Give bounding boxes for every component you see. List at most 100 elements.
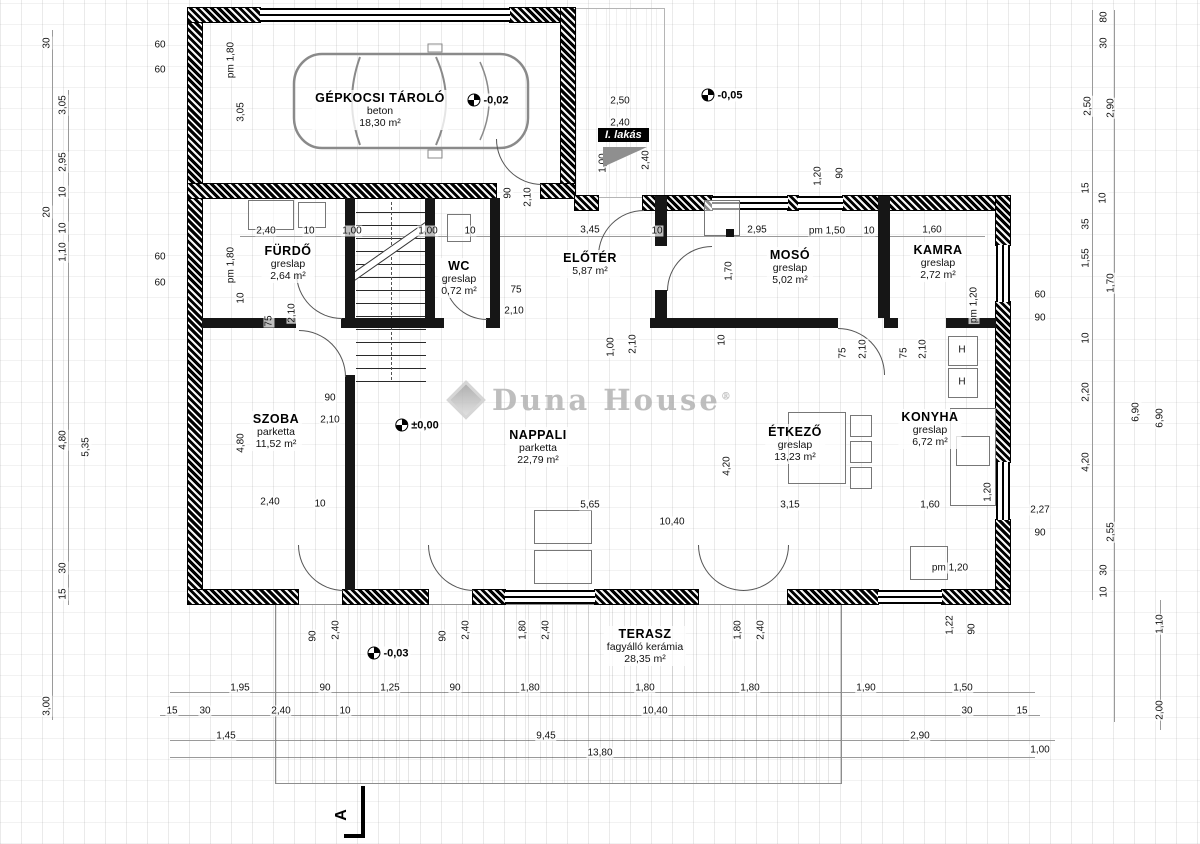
dimension-label: 2,40	[330, 619, 342, 641]
wall-segment	[884, 318, 898, 328]
dimension-label: 3,05	[235, 101, 247, 123]
dimension-label: 30	[57, 561, 69, 575]
benchmark-icon	[467, 93, 481, 107]
wall-segment	[650, 318, 838, 328]
dimension-label: 1,80	[732, 619, 744, 641]
dimension-label: 5,35	[80, 436, 92, 458]
washbasin	[298, 202, 326, 228]
dimension-label: 1,80	[517, 619, 529, 641]
dimension-label: 30	[960, 705, 974, 717]
dimension-label: 30	[1098, 36, 1110, 50]
window	[996, 462, 1010, 520]
dimension-label: 2,50	[1082, 95, 1094, 117]
dimension-label: 2,00	[1154, 699, 1166, 721]
benchmark-icon	[395, 418, 409, 432]
dimension-label: 1,90	[855, 682, 877, 694]
dimension-label: H	[957, 376, 967, 388]
dimension-label: 90	[323, 392, 337, 404]
chair	[850, 441, 872, 463]
section-marker-label: A	[332, 809, 350, 821]
dimension-label: 75	[837, 346, 849, 360]
dimension-label: 1,60	[921, 224, 943, 236]
dimension-label: 1,60	[919, 499, 941, 511]
dimension-label: 2,10	[503, 305, 525, 317]
garage-door	[260, 8, 510, 22]
dimension-line	[68, 90, 69, 605]
dimension-label: 10	[1080, 331, 1092, 345]
dimension-label: pm 1,80	[225, 40, 237, 80]
dimension-label: 15	[165, 705, 179, 717]
dimension-label: 2,40	[259, 496, 281, 508]
washing-machine	[704, 200, 740, 236]
dimension-label: 1,95	[229, 682, 251, 694]
dimension-label: 6,90	[1130, 401, 1142, 423]
wall-segment	[574, 195, 599, 211]
dimension-label: 10	[57, 221, 69, 235]
dimension-label: 90	[966, 622, 978, 636]
dimension-label: 2,40	[755, 619, 767, 641]
duna-house-watermark: Duna House®	[446, 380, 734, 420]
dimension-label: 80	[1098, 10, 1110, 24]
elevation-marker: -0,03	[365, 646, 411, 660]
wall-segment	[509, 7, 576, 23]
dimension-label: 3,05	[57, 94, 69, 116]
window	[878, 590, 942, 604]
wall-segment	[594, 589, 699, 605]
dimension-label: 9,45	[535, 730, 557, 742]
dimension-label: 2,40	[609, 117, 631, 129]
wall-segment	[345, 375, 355, 590]
wall-segment	[490, 198, 500, 318]
chair	[850, 415, 872, 437]
dimension-label: 90	[502, 186, 514, 200]
dimension-label: 2,20	[1080, 381, 1092, 403]
wall-segment	[995, 519, 1011, 605]
benchmark-icon	[701, 88, 715, 102]
dimension-label: 2,95	[746, 224, 768, 236]
dimension-label: pm 1,20	[968, 285, 980, 325]
wall-segment	[995, 301, 1011, 463]
dimension-label: 2,40	[270, 705, 292, 717]
wall-segment	[655, 196, 667, 246]
window	[996, 245, 1010, 302]
dimension-label: 1,22	[944, 614, 956, 636]
wall-segment	[486, 318, 500, 328]
wall-segment	[560, 7, 576, 185]
dimension-label: 60	[153, 64, 167, 76]
dimension-label: 10	[463, 225, 477, 237]
dimension-label: 2,40	[255, 225, 277, 237]
dimension-label: 1,70	[1105, 272, 1117, 294]
dimension-label: 10	[650, 225, 664, 237]
wall-segment	[787, 195, 799, 211]
dimension-label: 30	[198, 705, 212, 717]
dimension-label: 60	[153, 277, 167, 289]
dimension-label: 1,20	[812, 165, 824, 187]
dimension-label: 2,10	[857, 338, 869, 360]
dimension-label: 13,80	[586, 747, 614, 759]
wall-segment	[642, 195, 713, 211]
dimension-label: 1,20	[982, 481, 994, 503]
unit-label: I. lakás	[598, 128, 649, 142]
dimension-label: 60	[153, 39, 167, 51]
wall-segment	[878, 196, 890, 318]
dimension-line	[1092, 10, 1093, 600]
dimension-label: 30	[1098, 563, 1110, 577]
dimension-line	[170, 692, 1035, 693]
dimension-label: 10	[862, 225, 876, 237]
dimension-line	[170, 740, 1055, 741]
benchmark-icon	[367, 646, 381, 660]
dimension-label: 1,00	[341, 225, 363, 237]
dimension-label: 30	[41, 36, 53, 50]
dimension-line	[160, 715, 1040, 716]
dimension-label: 60	[1033, 289, 1047, 301]
dimension-label: 2,40	[540, 619, 552, 641]
dimension-label: 1,55	[1080, 247, 1092, 269]
window	[798, 196, 843, 210]
dimension-label: 1,80	[519, 682, 541, 694]
